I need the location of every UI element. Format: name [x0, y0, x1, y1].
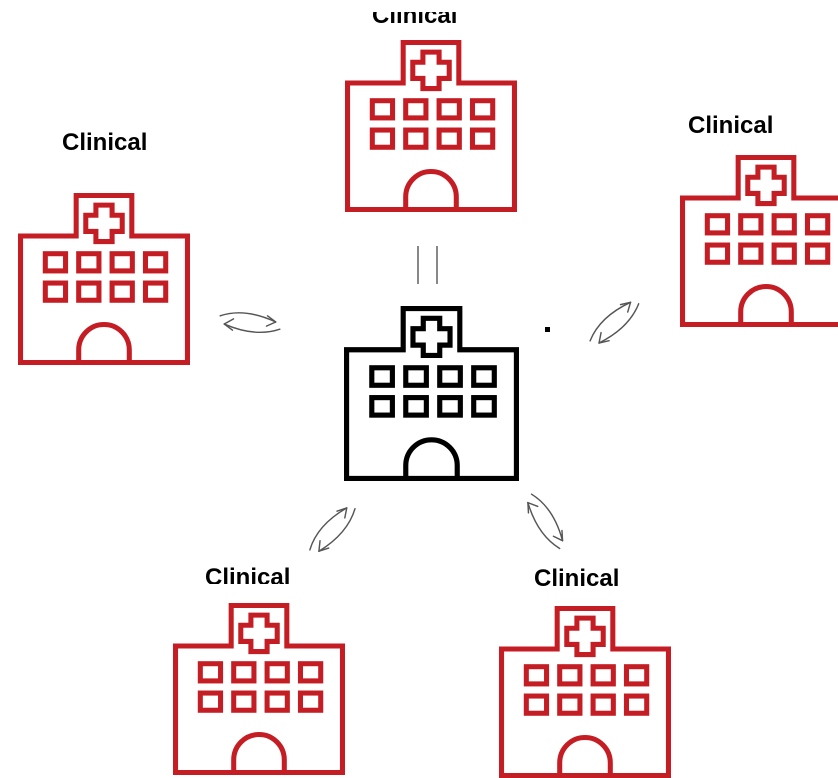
- node-label-top: Clinical: [372, 2, 458, 29]
- node-label-right: Clinical: [688, 112, 774, 139]
- hospital-icon: [680, 155, 838, 327]
- hospital-icon: [173, 603, 345, 775]
- hospital-icon: [345, 40, 517, 212]
- hospital-icon: [18, 193, 190, 365]
- hospital-icon: [499, 606, 671, 778]
- node-label-bottom-left: Clinical: [205, 564, 291, 591]
- stray-dot: [545, 327, 550, 332]
- hospital-icon: [344, 306, 519, 481]
- bidirectional-arrows-icon: [417, 246, 438, 284]
- node-label-bottom-right: Clinical: [534, 565, 620, 592]
- node-label-left: Clinical: [62, 129, 148, 156]
- bidirectional-arrows-icon: [293, 487, 370, 571]
- bidirectional-arrows-icon: [574, 280, 654, 363]
- bidirectional-arrows-icon: [214, 300, 286, 344]
- bidirectional-arrows-icon: [506, 479, 586, 562]
